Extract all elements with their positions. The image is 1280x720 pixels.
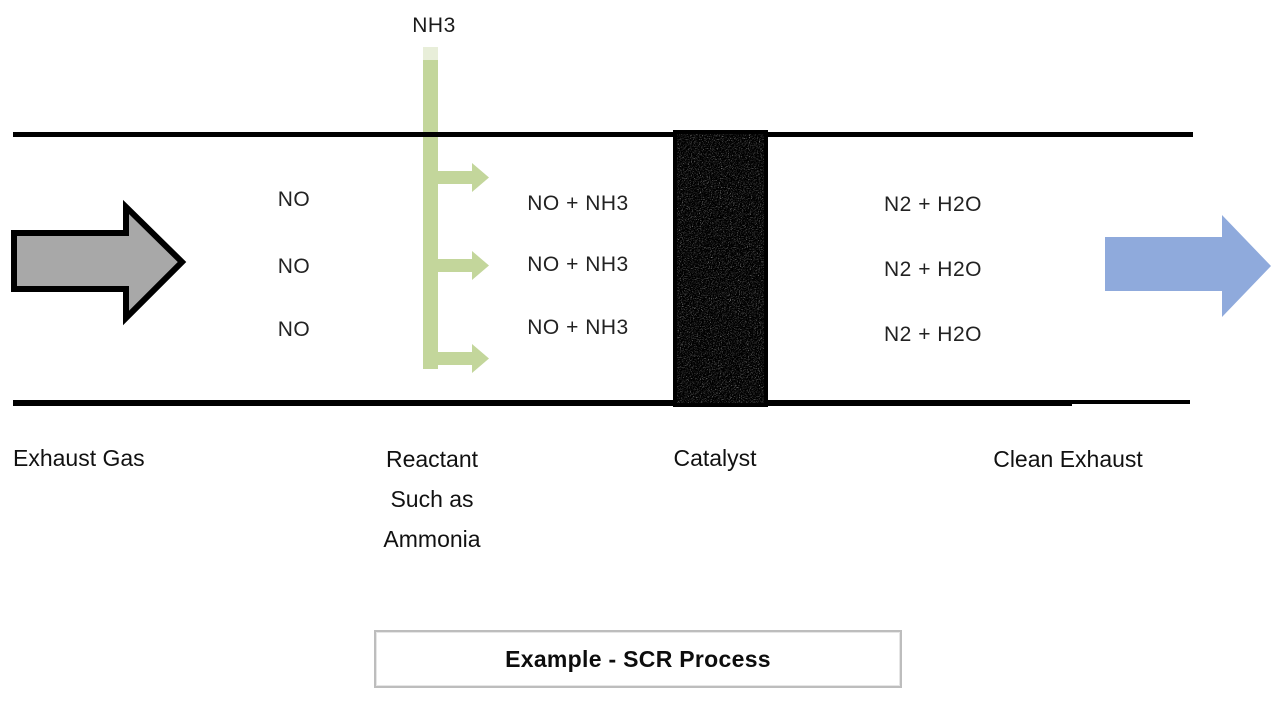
inlet-molecule-label: NO [277, 188, 311, 211]
clean-exhaust-label: Clean Exhaust [993, 446, 1143, 472]
reactant-label-line2: Such as [390, 486, 474, 512]
reactant-label: Reactant Such as Ammonia [332, 439, 532, 559]
caption-box: Example - SCR Process [374, 630, 902, 688]
mixed-molecule-label: NO + NH3 [527, 192, 629, 215]
ammonia-injection-arrow [423, 47, 489, 373]
outlet-molecule-label: N2 + H2O [884, 193, 982, 216]
clean-exhaust-arrow [1105, 215, 1271, 317]
outlet-molecule-label: N2 + H2O [884, 323, 982, 346]
duct-wall-bottom-right [1072, 400, 1190, 404]
reactant-label-line1: Reactant [385, 446, 479, 472]
reactant-label-line3: Ammonia [383, 526, 481, 552]
duct-wall-top [13, 132, 1193, 137]
exhaust-gas-label: Exhaust Gas [13, 445, 145, 471]
inlet-molecule-label: NO [277, 318, 311, 341]
outlet-molecule-label: N2 + H2O [884, 258, 982, 281]
mixed-molecule-label: NO + NH3 [527, 253, 629, 276]
caption-title: Example - SCR Process [505, 645, 771, 672]
nh3-feed-label: NH3 [412, 14, 456, 37]
inlet-molecule-label: NO [277, 255, 311, 278]
mixed-molecule-label: NO + NH3 [527, 316, 629, 339]
catalyst-grain-texture [677, 134, 764, 403]
catalyst-label: Catalyst [673, 445, 757, 471]
duct-wall-bottom [13, 400, 1072, 406]
catalyst-block [673, 130, 768, 407]
exhaust-inlet-arrow [11, 199, 187, 326]
